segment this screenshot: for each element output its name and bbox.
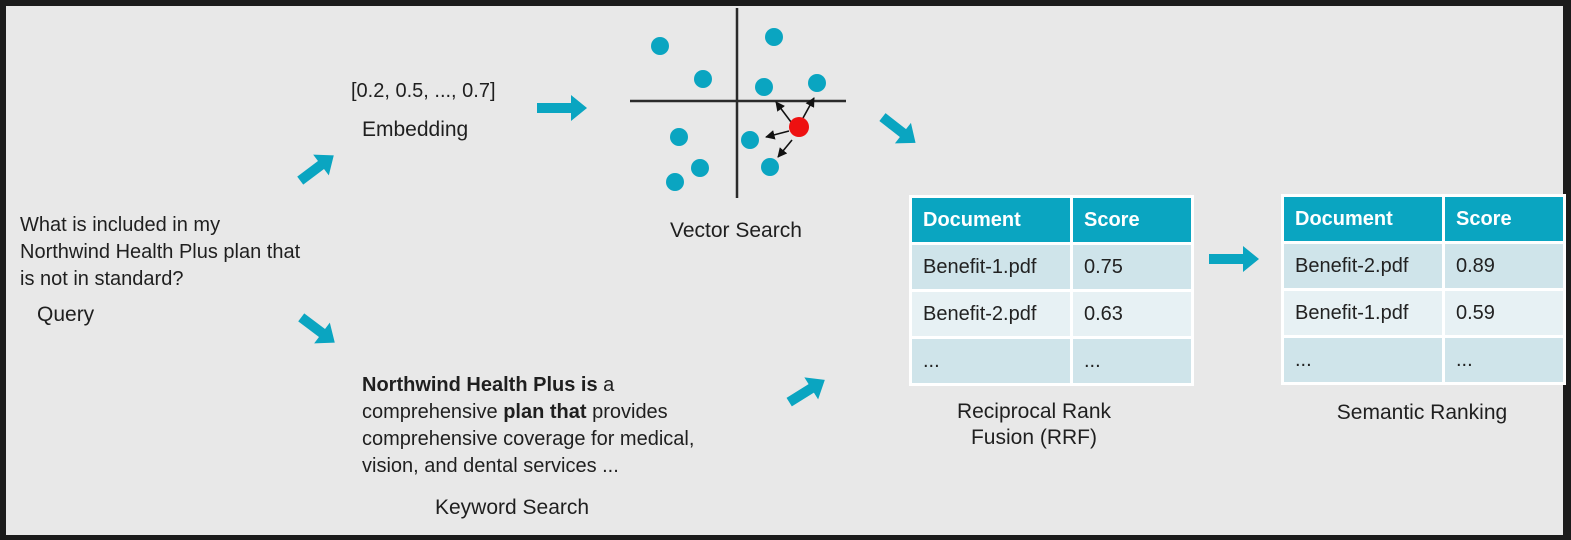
embedding-vector: [0.2, 0.5, ..., 0.7]	[351, 80, 496, 102]
table-row: ... ...	[909, 336, 1194, 386]
keyword-text-line: comprehensive plan that provides	[362, 401, 668, 423]
document-cell: Benefit-1.pdf	[1281, 288, 1445, 338]
document-cell: Benefit-2.pdf	[1281, 241, 1445, 291]
keyword-highlight: plan that	[503, 401, 587, 423]
document-cell: ...	[909, 336, 1073, 386]
column-header: Score	[1442, 194, 1566, 244]
keyword-highlight: Northwind Health Plus is	[362, 374, 598, 396]
data-point	[691, 159, 709, 177]
column-header: Score	[1070, 195, 1194, 245]
arrow-rrf-to-semantic	[1209, 246, 1259, 272]
arrow-keyword-to-rrf	[786, 377, 825, 407]
arrow-query-to-embedding	[297, 154, 334, 185]
vector-search-plot	[630, 8, 846, 198]
query-point	[789, 117, 809, 137]
query-text-line: What is included in my	[20, 214, 221, 236]
score-cell: 0.75	[1070, 242, 1194, 292]
keyword-text-line: Northwind Health Plus is a	[362, 374, 615, 396]
score-cell: 0.89	[1442, 241, 1566, 291]
document-cell: ...	[1281, 335, 1445, 385]
table-row: Benefit-1.pdf 0.75	[909, 242, 1194, 292]
data-point	[741, 131, 759, 149]
semantic-ranking-label: Semantic Ranking	[1336, 401, 1508, 424]
query-text-line: Northwind Health Plus plan that	[20, 241, 301, 263]
table-header-row: Document Score	[1281, 194, 1566, 244]
data-point	[666, 173, 684, 191]
nearest-neighbor-arrow	[777, 139, 793, 158]
embedding-label: Embedding	[362, 118, 469, 141]
score-cell: ...	[1442, 335, 1566, 385]
score-cell: 0.59	[1442, 288, 1566, 338]
query-label: Query	[37, 303, 95, 326]
table-row: Benefit-1.pdf 0.59	[1281, 288, 1566, 338]
diagram-graphics	[297, 8, 1259, 407]
table-row: ... ...	[1281, 335, 1566, 385]
arrow-embedding-to-vector	[537, 95, 587, 121]
score-cell: ...	[1070, 336, 1194, 386]
data-point	[755, 78, 773, 96]
keyword-search-label: Keyword Search	[435, 496, 590, 519]
semantic-ranking-table: Document Score Benefit-2.pdf 0.89 Benefi…	[1281, 194, 1566, 385]
data-point	[651, 37, 669, 55]
table-row: Benefit-2.pdf 0.63	[909, 289, 1194, 339]
table-row: Benefit-2.pdf 0.89	[1281, 241, 1566, 291]
data-point	[765, 28, 783, 46]
keyword-text-line: comprehensive coverage for medical,	[362, 428, 695, 450]
document-cell: Benefit-1.pdf	[909, 242, 1073, 292]
vector-search-label: Vector Search	[670, 219, 802, 242]
nearest-neighbor-arrow	[765, 130, 790, 140]
score-cell: 0.63	[1070, 289, 1194, 339]
arrow-vector-to-rrf	[879, 113, 916, 144]
data-point	[694, 70, 712, 88]
rrf-label: Reciprocal Rank Fusion (RRF)	[956, 400, 1112, 449]
document-cell: Benefit-2.pdf	[909, 289, 1073, 339]
nearest-neighbor-arrow	[802, 97, 815, 119]
data-point	[761, 158, 779, 176]
column-header: Document	[1281, 194, 1445, 244]
table-header-row: Document Score	[909, 195, 1194, 245]
keyword-text-line: vision, and dental services ...	[362, 455, 619, 477]
data-point	[670, 128, 688, 146]
rrf-table: Document Score Benefit-1.pdf 0.75 Benefi…	[909, 195, 1194, 386]
column-header: Document	[909, 195, 1073, 245]
arrow-query-to-keyword	[298, 313, 335, 344]
data-point	[808, 74, 826, 92]
query-text-line: is not in standard?	[20, 268, 184, 290]
nearest-neighbor-arrow	[775, 101, 792, 123]
diagram-canvas: What is included in my Northwind Health …	[6, 6, 1566, 535]
